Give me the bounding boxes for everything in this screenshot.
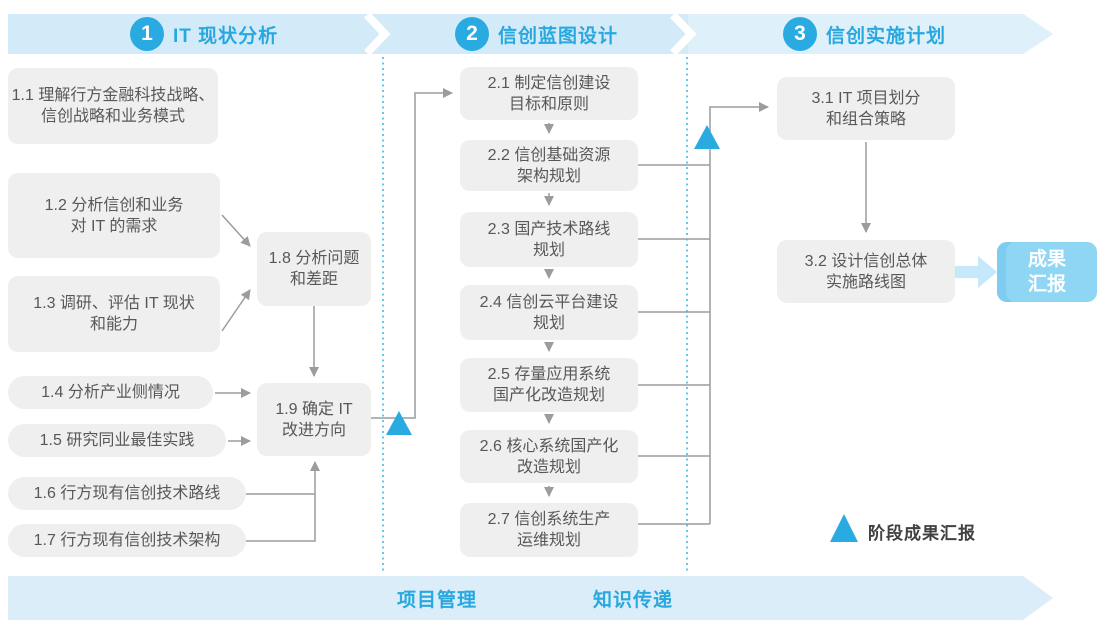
task-box-1-7: 1.7 行方现有信创技术架构 — [8, 524, 246, 557]
task-box-line: 国产化改造规划 — [492, 387, 605, 404]
task-box-1-1: 1.1 理解行方金融科技战略、 信创战略和业务模式 — [8, 68, 218, 144]
phase-2-title: 信创蓝图设计 — [498, 25, 619, 47]
phase-2-header: 2 信创蓝图设计 — [455, 14, 618, 54]
task-box-line: 3.2 设计信创总体 — [804, 252, 928, 270]
task-box-line: 规划 — [532, 314, 565, 332]
task-box-2-3: 2.3 国产技术路线 规划 — [460, 212, 638, 267]
phase-1-number-badge: 1 — [130, 17, 164, 51]
task-box-3-2: 3.2 设计信创总体 实施路线图 — [777, 240, 955, 303]
task-box-line: 和差距 — [289, 271, 338, 288]
task-box-line: 1.1 理解行方金融科技战略、 — [11, 87, 215, 104]
task-box-2-2: 2.2 信创基础资源 架构规划 — [460, 140, 638, 191]
task-box-2-6: 2.6 核心系统国产化 改造规划 — [460, 430, 638, 483]
task-box-line: 目标和原则 — [508, 95, 589, 113]
task-box-line: 和组合策略 — [825, 110, 906, 128]
task-box-line: 改造规划 — [516, 458, 581, 476]
band-separator-chevron-icon — [362, 14, 392, 54]
task-box-line: 和能力 — [89, 316, 138, 333]
task-box-1-5: 1.5 研究同业最佳实践 — [8, 424, 226, 457]
task-box-line: 规划 — [532, 241, 565, 259]
task-box-2-1: 2.1 制定信创建设 目标和原则 — [460, 67, 638, 120]
task-box-line: 2.6 核心系统国产化 — [479, 437, 619, 455]
task-box-line: 3.1 IT 项目划分 — [811, 89, 921, 107]
task-box-2-5: 2.5 存量应用系统 国产化改造规划 — [460, 358, 638, 412]
task-box-1-8: 1.8 分析问题 和差距 — [257, 232, 371, 306]
bottom-label-knowledge-transfer: 知识传递 — [593, 589, 674, 611]
task-box-line: 1.5 研究同业最佳实践 — [39, 432, 195, 449]
task-box-1-3: 1.3 调研、评估 IT 现状 和能力 — [8, 276, 220, 352]
phase-2-number-badge: 2 — [455, 17, 489, 51]
arrow-1-9-to-2-1 — [371, 88, 453, 419]
arrow-1-7-to-1-9 — [246, 461, 320, 542]
task-box-line: 对 IT 的需求 — [70, 217, 158, 235]
bottom-support-band — [8, 576, 1053, 620]
stage-report-marker-phase-1 — [386, 411, 412, 435]
task-box-2-4: 2.4 信创云平台建设 规划 — [460, 285, 638, 340]
phase-3-title: 信创实施计划 — [826, 25, 947, 47]
task-box-line: 架构规划 — [516, 167, 581, 185]
task-box-1-6: 1.6 行方现有信创技术路线 — [8, 477, 246, 510]
task-box-line: 1.2 分析信创和业务 — [44, 196, 184, 214]
outcome-block-arrow-icon — [955, 256, 997, 288]
task-box-line: 运维规划 — [516, 532, 581, 549]
task-box-line: 信创战略和业务模式 — [40, 108, 185, 125]
task-box-line: 1.3 调研、评估 IT 现状 — [33, 295, 195, 312]
task-box-line: 1.8 分析问题 — [268, 250, 360, 267]
arrow-1-2-to-1-8 — [221, 214, 251, 247]
task-box-line: 2.7 信创系统生产 — [487, 511, 611, 528]
bottom-label-project-management: 项目管理 — [397, 589, 478, 611]
task-box-2-7: 2.7 信创系统生产 运维规划 — [460, 503, 638, 557]
phase-3-header: 3 信创实施计划 — [783, 14, 946, 54]
phase-band — [8, 14, 1053, 54]
task-box-line: 改进方向 — [281, 421, 346, 439]
phase-1-title: IT 现状分析 — [173, 25, 279, 47]
arrow-merge-to-3-1 — [709, 102, 769, 524]
arrow-1-3-to-1-8 — [221, 289, 251, 332]
task-box-line: 2.2 信创基础资源 — [487, 146, 611, 164]
phase-3-band-segment — [688, 14, 1053, 54]
task-box-line: 2.3 国产技术路线 — [487, 220, 611, 238]
stage-report-legend-triangle-icon — [830, 514, 858, 542]
legend-label: 阶段成果汇报 — [868, 524, 976, 543]
outcome-line: 成果 — [1027, 249, 1066, 270]
stage-report-marker-phase-2 — [694, 125, 720, 149]
task-box-line: 1.7 行方现有信创技术架构 — [33, 532, 221, 549]
task-box-line: 实施路线图 — [825, 273, 906, 291]
outcome-line: 汇报 — [1027, 274, 1066, 295]
task-box-1-9: 1.9 确定 IT 改进方向 — [257, 383, 371, 456]
task-box-line: 2.1 制定信创建设 — [487, 74, 611, 92]
task-box-1-4: 1.4 分析产业侧情况 — [8, 376, 213, 409]
task-box-line: 2.4 信创云平台建设 — [479, 293, 619, 311]
outcome-report-box: 成果 汇报 — [997, 242, 1097, 302]
band-separator-chevron-icon — [668, 14, 698, 54]
task-box-3-1: 3.1 IT 项目划分 和组合策略 — [777, 77, 955, 140]
phase-1-header: 1 IT 现状分析 — [130, 14, 278, 54]
phase-3-number-badge: 3 — [783, 17, 817, 51]
task-box-line: 2.5 存量应用系统 — [487, 366, 611, 383]
task-box-line: 1.4 分析产业侧情况 — [41, 384, 180, 401]
task-box-line: 1.9 确定 IT — [275, 400, 353, 418]
task-box-line: 1.6 行方现有信创技术路线 — [33, 485, 221, 502]
task-box-1-2: 1.2 分析信创和业务 对 IT 的需求 — [8, 173, 220, 258]
